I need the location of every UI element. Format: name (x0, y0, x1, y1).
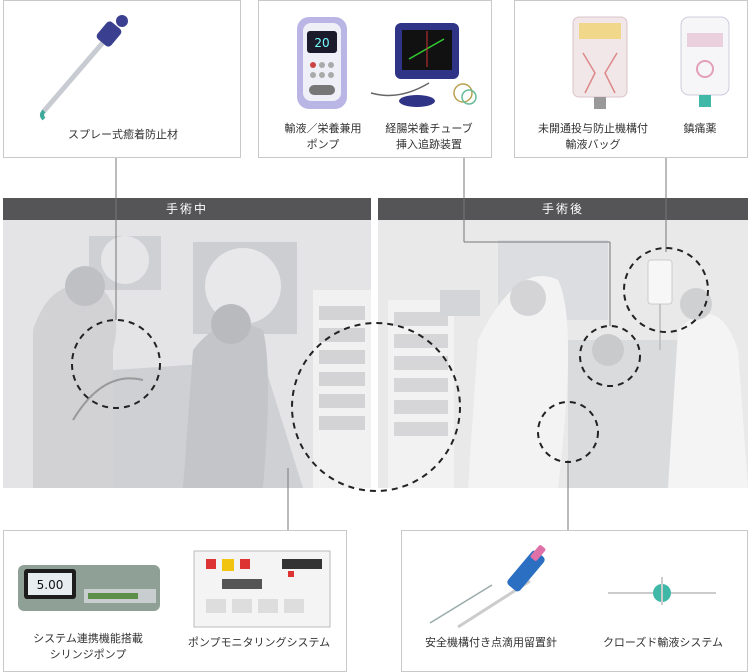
label-tube: 経腸栄養チューブ 挿入追跡装置 (385, 122, 473, 151)
pump-display-text: 20 (314, 36, 329, 50)
syringe-display-text: 5.00 (37, 578, 64, 592)
label-spray: スプレー式癒着防止材 (68, 128, 178, 141)
product-box-syringe-monitor: 5.00 システム連携機能搭載 シリンジポンプ ポンプモニタリングシステム (3, 530, 347, 672)
product-box-pump-tube: 20 輸液／栄養兼用 ポンプ 経腸栄養チューブ 挿入追跡装置 (258, 0, 492, 158)
product-box-needle-closed: 安全機構付き点滴用留置針 クローズド輸液システム (401, 530, 748, 672)
section-during-surgery: 手術中 (3, 198, 371, 220)
highlight-circle-spray (71, 319, 161, 409)
operating-room-illustration (3, 220, 371, 488)
syringe-pump-icon: 5.00 (18, 565, 160, 611)
highlight-circle-bag (623, 247, 709, 333)
ward-illustration (378, 220, 748, 488)
label-pump: 輸液／栄養兼用 ポンプ (284, 122, 362, 151)
iv-catheter-icon (429, 545, 546, 629)
section-after-surgery: 手術後 (378, 198, 748, 220)
label-analgesic: 鎮痛薬 (683, 122, 717, 135)
scene-operating-room (3, 220, 371, 488)
infusion-bag-icon (572, 16, 628, 109)
pump-monitoring-icon (193, 550, 331, 628)
product-box-spray: スプレー式癒着防止材 (3, 0, 241, 158)
closed-infusion-icon (608, 577, 716, 605)
label-closed: クローズド輸液システム (602, 636, 724, 649)
label-syringe: システム連携機能搭載 シリンジポンプ (33, 632, 143, 661)
scene-ward (378, 220, 748, 488)
highlight-circle-pumps (291, 322, 461, 492)
analgesic-bag-icon (680, 16, 730, 107)
infusion-pump-icon: 20 (297, 17, 347, 109)
label-needle: 安全機構付き点滴用留置針 (425, 636, 557, 649)
highlight-circle-tube (579, 325, 641, 387)
label-bag: 未開通投与防止機構付 輸液バッグ (538, 122, 648, 151)
spray-device-icon (40, 15, 128, 121)
tube-tracking-device-icon (370, 23, 477, 107)
product-box-bag-analgesic: 未開通投与防止機構付 輸液バッグ 鎮痛薬 (514, 0, 748, 158)
label-monitor: ポンプモニタリングシステム (187, 636, 331, 649)
highlight-circle-needle (537, 401, 599, 463)
